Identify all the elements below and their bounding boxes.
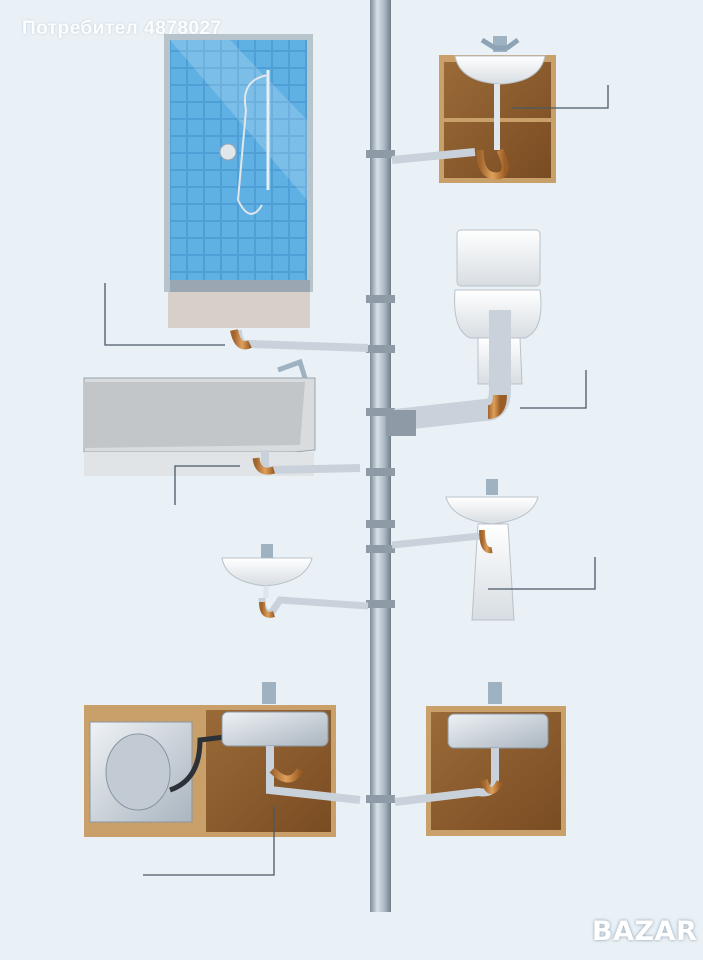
shower-icon (219, 70, 270, 215)
stack-coupling (366, 468, 395, 476)
sink-icon (454, 36, 546, 85)
leader-line-top-sink (512, 85, 609, 109)
stack-coupling (366, 545, 395, 553)
leader-line-pedestal-sink (488, 557, 596, 590)
bathroom-sink-cabinet (391, 36, 556, 183)
wall-sink-fixture (221, 544, 369, 618)
stack-coupling (366, 295, 395, 303)
stack-coupling (366, 345, 395, 353)
shower-fixture (164, 34, 369, 352)
sink-icon (447, 682, 549, 749)
stack-coupling (366, 600, 395, 608)
main-drain-stack (366, 0, 395, 912)
stack-coupling (366, 795, 395, 803)
kitchen-sink-fixture (394, 682, 566, 836)
toilet-fixture (386, 229, 542, 436)
watermark-text: Потребител 4878027 (22, 18, 222, 39)
stack-coupling (366, 520, 395, 528)
leader-line-kitchen (143, 806, 275, 876)
stack-couplings (366, 150, 395, 803)
bathtub-icon (83, 358, 316, 476)
bazar-logo: BAZAR (592, 916, 698, 947)
bathtub-fixture (83, 358, 361, 476)
wall-sink-icon (221, 544, 313, 587)
leader-lines (104, 85, 609, 876)
pedestal-sink-icon (445, 479, 539, 621)
pedestal-sink-fixture (391, 479, 539, 621)
leader-line-shower (104, 283, 225, 346)
stack-coupling (366, 150, 395, 158)
leader-line-bathtub (174, 465, 240, 505)
kitchen-sink-washer (84, 682, 361, 837)
leader-line-toilet (520, 370, 587, 409)
sink-icon (221, 682, 329, 747)
washing-machine-icon (89, 721, 193, 823)
stack-coupling (366, 408, 395, 416)
